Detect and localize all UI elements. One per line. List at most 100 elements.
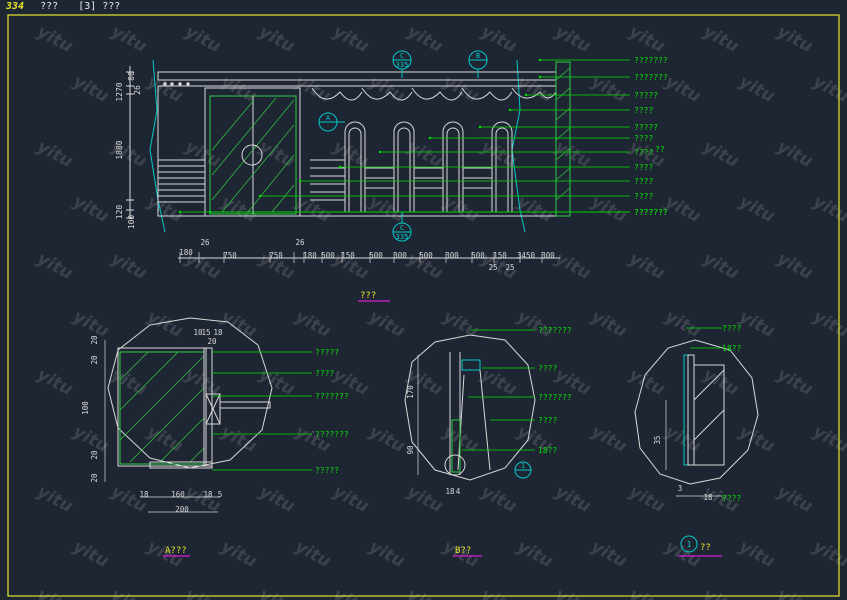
detail-a-leader-label: ????? <box>315 348 339 357</box>
watermark-text: yitu <box>588 192 630 227</box>
detail-b-section-ref: 1 <box>521 462 525 470</box>
layout-tab[interactable]: [3] ??? <box>78 1 121 12</box>
elevation-leader-label: ??????? <box>634 208 668 217</box>
elevation-bottom-dim: 300 <box>393 251 407 260</box>
watermark-text: yitu <box>34 249 76 284</box>
elevation-title: ??? <box>360 291 376 301</box>
watermark-text: yitu <box>144 192 186 227</box>
watermark-text: yitu <box>662 422 704 457</box>
detail-a-leader-label: ????? <box>315 466 339 475</box>
watermark-text: yitu <box>256 482 298 517</box>
watermark-text: yitu <box>256 22 298 57</box>
sheet-title: ??? <box>40 1 59 12</box>
watermark-text: yitu <box>366 422 408 457</box>
watermark-text: yitu <box>144 72 186 107</box>
watermark-text: yitu <box>662 192 704 227</box>
elevation-leader-label: ??????? <box>634 208 668 217</box>
detail-a-bottom-dim: 5 <box>218 490 223 499</box>
watermark-text: yitu <box>108 22 150 57</box>
valance-swags <box>311 87 557 101</box>
watermark-text: yitu <box>810 72 847 107</box>
detail-1 <box>634 339 759 485</box>
watermark-text: yitu <box>700 365 742 400</box>
detail-b-boundary <box>404 334 536 481</box>
watermark-text: yitu <box>182 137 224 172</box>
door-hatch <box>211 97 295 213</box>
watermark-text: yitu <box>478 22 520 57</box>
watermark-text: yitu <box>626 249 668 284</box>
watermark-text: yitu <box>774 365 816 400</box>
watermark-text: yitu <box>588 307 630 342</box>
watermark-text: yitu <box>108 482 150 517</box>
elevation-extra-label: ?? <box>655 145 665 154</box>
watermark-text: yitu <box>34 22 76 57</box>
sheet-number: 334 <box>6 1 25 12</box>
detail-b-leader-label: ???? <box>538 364 557 373</box>
detail-a-left-dim: 20 <box>90 335 99 345</box>
detail-b-leader-label: ???? <box>538 416 557 425</box>
watermark-text: yitu <box>34 482 76 517</box>
watermark-text: yitu <box>588 537 630 572</box>
watermark-text: yitu <box>736 192 778 227</box>
detail-1-bottom-dim: 18 <box>703 493 713 502</box>
section-c-top-letter: C <box>400 52 404 60</box>
watermark-text: yitu <box>256 585 298 600</box>
elevation-leaders: ????????????????????????????????????????… <box>178 56 668 217</box>
elevation-bottom-dim: 750 <box>269 251 283 260</box>
watermark-text: yitu <box>626 22 668 57</box>
detail-b-leader-label: ??????? <box>538 393 572 402</box>
door-frame <box>204 87 301 217</box>
door-medallion <box>241 144 263 166</box>
watermark-text: yitu <box>626 585 668 600</box>
watermark-text: yitu <box>736 307 778 342</box>
detail-1-left-dim: 35 <box>653 435 662 444</box>
watermark-text: yitu <box>292 422 334 457</box>
detail-1-leader-label: 18?? <box>722 344 741 353</box>
watermark-text: yitu <box>404 22 446 57</box>
elevation-bottom-dim: 26 <box>200 238 210 247</box>
detail-a-left-dim: 20 <box>90 450 99 460</box>
elevation-leader-label: ???? <box>634 134 653 143</box>
detail-a-bottom-dim: 160 <box>171 490 185 499</box>
watermark-text: yitu <box>144 307 186 342</box>
watermark-text: yitu <box>182 22 224 57</box>
watermark-text: yitu <box>552 585 594 600</box>
watermark-text: yitu <box>736 72 778 107</box>
watermark-text: yitu <box>330 137 372 172</box>
watermark-text: yitu <box>700 137 742 172</box>
watermark-text: yitu <box>552 137 594 172</box>
watermark-text: yitu <box>478 365 520 400</box>
elevation-bottom-dim-secondary: 25 <box>505 263 514 272</box>
elevation-leader-label: ??????? <box>634 73 668 82</box>
elevation-bottom-dim: 150 <box>341 251 355 260</box>
detail-1-marker: 1 <box>687 540 692 549</box>
elevation-leader-label: ????? <box>634 123 658 132</box>
watermark-text: yitu <box>626 482 668 517</box>
watermark-text: yitu <box>292 307 334 342</box>
watermark-text: yitu <box>108 365 150 400</box>
watermark-text: yitu <box>810 537 847 572</box>
watermark-text: yitu <box>700 585 742 600</box>
watermark-text: yitu <box>514 307 556 342</box>
detail-1-leader-label: ???? <box>722 494 741 503</box>
section-c-bottom-letter: C <box>400 224 404 232</box>
watermark-text: yitu <box>774 249 816 284</box>
section-c-top-number: 335 <box>396 61 409 69</box>
elevation-bottom-dim: 750 <box>223 251 237 260</box>
watermark-text: yitu <box>662 72 704 107</box>
watermark-text: yitu <box>292 192 334 227</box>
elevation-left-dim: 26 <box>133 85 142 95</box>
detail-a-leader-label: ???? <box>315 369 334 378</box>
section-b-top-letter: B <box>476 52 480 60</box>
elevation-bottom-dim: 150 <box>493 251 507 260</box>
watermark-text: yitu <box>774 482 816 517</box>
detail-b-title: B?? <box>455 546 471 556</box>
watermark-text: yitu <box>34 137 76 172</box>
watermark-layer: yitu yitu yitu yitu yitu yitu yitu yitu yitu yitu… <box>34 22 847 600</box>
detail-a-left-dim: 20 <box>90 355 99 365</box>
